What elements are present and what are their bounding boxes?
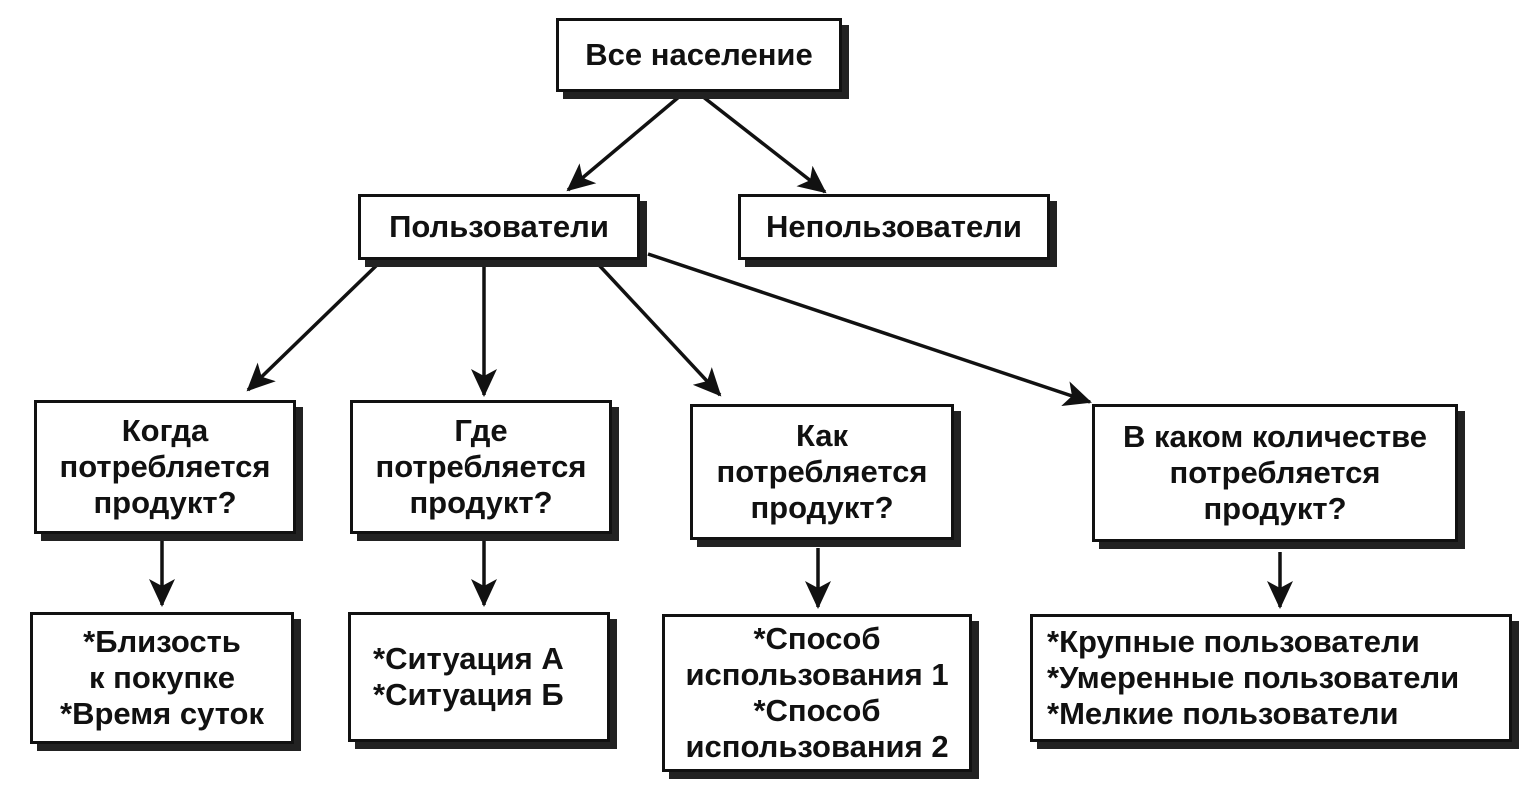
question-line: В каком количестве	[1122, 419, 1428, 454]
question-line: продукт?	[750, 490, 894, 525]
answer-line: использования 2	[685, 729, 949, 764]
node-label: Непользователи	[766, 209, 1022, 244]
node-label: Пользователи	[389, 209, 609, 244]
node-label: Все население	[585, 37, 813, 72]
arrow-root-to-nonusers	[700, 94, 827, 194]
answer-line: *Способ	[753, 693, 881, 728]
node-question-quantity: В каком количестве потребляется продукт?	[1092, 404, 1458, 542]
node-users: Пользователи	[358, 194, 640, 260]
answer-line: *Умеренные пользователи	[1047, 660, 1460, 695]
question-line: продукт?	[1203, 491, 1347, 526]
answer-line: *Крупные пользователи	[1047, 624, 1420, 659]
question-line: Как	[795, 418, 849, 453]
node-answers-when: *Близость к покупке *Время суток	[30, 612, 294, 744]
question-line: Когда	[121, 413, 209, 448]
answer-line: использования 1	[685, 657, 949, 692]
question-line: Где	[454, 413, 508, 448]
arrow-users-to-how	[596, 262, 722, 397]
node-answers-quantity: *Крупные пользователи *Умеренные пользов…	[1030, 614, 1512, 742]
answer-line: *Мелкие пользователи	[1047, 696, 1399, 731]
answer-line: *Ситуация А	[373, 641, 564, 676]
node-question-how: Как потребляется продукт?	[690, 404, 954, 540]
node-all-population: Все население	[556, 18, 842, 92]
question-line: потребляется	[375, 449, 587, 484]
question-line: потребляется	[1169, 455, 1381, 490]
question-line: потребляется	[59, 449, 271, 484]
answer-line: к покупке	[88, 660, 236, 695]
node-question-where: Где потребляется продукт?	[350, 400, 612, 534]
question-line: продукт?	[93, 485, 237, 520]
node-nonusers: Непользователи	[738, 194, 1050, 260]
arrow-root-to-users	[566, 94, 682, 192]
question-line: потребляется	[716, 454, 928, 489]
answer-line: *Способ	[753, 621, 881, 656]
node-question-when: Когда потребляется продукт?	[34, 400, 296, 534]
node-answers-where: *Ситуация А *Ситуация Б	[348, 612, 610, 742]
answer-line: *Близость	[83, 624, 241, 659]
question-line: продукт?	[409, 485, 553, 520]
answer-line: *Время суток	[60, 696, 264, 731]
answer-line: *Ситуация Б	[373, 677, 564, 712]
arrow-users-to-quantity	[647, 252, 1092, 407]
node-answers-how: *Способ использования 1 *Способ использо…	[662, 614, 972, 772]
arrow-users-to-when	[246, 262, 380, 392]
